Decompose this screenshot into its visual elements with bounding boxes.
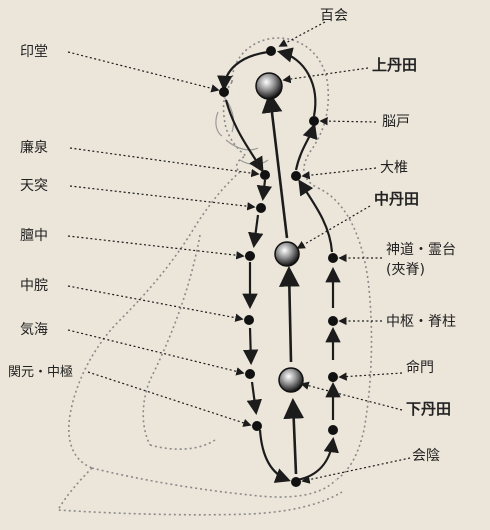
leader-naohu [319,116,377,126]
acupoint-dots [219,46,338,487]
conception-vessel [217,50,291,483]
leader-huiyin [301,457,411,484]
dazhui-dot [291,171,301,181]
danzhong-dot [245,251,255,261]
zhongwan-dot [244,315,254,325]
leader-danzhong [67,235,245,260]
baihui-dot [266,46,276,56]
central-channel [261,91,305,475]
face-outline [222,81,248,173]
label-zhongwan: 中脘 [20,278,48,294]
cv-top [217,50,269,92]
front-outline [68,171,241,469]
label-upper-dantian: 上丹田 [372,56,417,74]
thigh-outline [91,467,337,498]
naohu-dot [309,116,319,126]
label-huiyin: 会陰 [412,448,440,464]
dantian-orbs [255,72,304,393]
qihai-dot [245,369,255,379]
label-yintang: 印堂 [20,44,48,60]
label-middle-dantian: 中丹田 [374,190,419,208]
leader-lianquan [69,147,260,178]
cv-face [224,99,264,173]
leg-outline [56,467,343,516]
label-dazhui: 大椎 [380,160,408,176]
leader-dazhui [301,167,377,180]
point-labels: 百会 印堂 上丹田 脳戸 廉泉 大椎 天突 中丹田 膻中 神道・霊台 (夾脊) … [8,8,456,464]
leader-yintang [67,51,220,93]
leader-tiantu [69,185,256,211]
label-jiaji: (夾脊) [386,262,425,278]
mingmen-dot [328,372,338,382]
body-outline [56,37,373,516]
label-mingmen: 命門 [406,359,434,376]
leader-qihai [67,329,245,376]
back-outline [317,187,373,481]
label-qihai: 気海 [20,322,48,338]
yintang-dot [219,87,229,97]
lower-back-dot [328,425,338,435]
leader-lines [67,21,411,484]
gv-neck [294,123,318,171]
leader-zhongwan [67,285,244,322]
label-lower-dantian: 下丹田 [406,400,451,418]
arm-outline [142,234,201,446]
leader-mingmen [338,372,403,381]
tiantu-dot [256,203,266,213]
leader-lower-dantian [300,381,403,411]
zhongshu-dot [328,316,338,326]
leader-upper-dantian [282,67,369,84]
cv-bottom [258,429,291,483]
label-lianquan: 廉泉 [20,139,48,156]
central-seg-1 [283,397,305,475]
label-tiantu: 天突 [20,178,48,194]
label-danzhong: 膻中 [20,228,48,244]
hand-outline [149,439,216,450]
label-guanyuan-zhongji: 関元・中極 [8,364,73,380]
cv-seg-3 [242,327,259,366]
upper-dantian-orb [255,72,283,100]
gv-lower-curve [296,436,339,482]
leader-middle-dantian [296,205,371,249]
middle-dantian-orb [274,241,300,267]
guanyuan-dot [252,421,262,431]
lianquan-dot [260,170,270,180]
shendao-dot [328,253,338,263]
huiyin-dot [291,477,301,487]
leader-guanyuan [87,371,252,427]
cv-seg-4 [246,381,263,416]
cv-seg-1 [247,214,264,249]
head-outline [231,37,330,189]
governing-vessel [277,47,341,482]
label-zhongshu-jizhu: 中枢・脊柱 [386,314,456,330]
central-seg-2 [278,265,300,363]
central-seg-3 [261,91,289,239]
cv-throat [256,179,273,202]
lower-dantian-orb [278,367,304,393]
label-baihui: 百会 [320,8,348,24]
label-naohu: 脳戸 [382,114,410,130]
label-shendao-lingtai: 神道・霊台 [386,242,456,258]
leader-baihui [278,21,326,47]
gv-upper [298,179,334,253]
gv-head [277,47,317,117]
